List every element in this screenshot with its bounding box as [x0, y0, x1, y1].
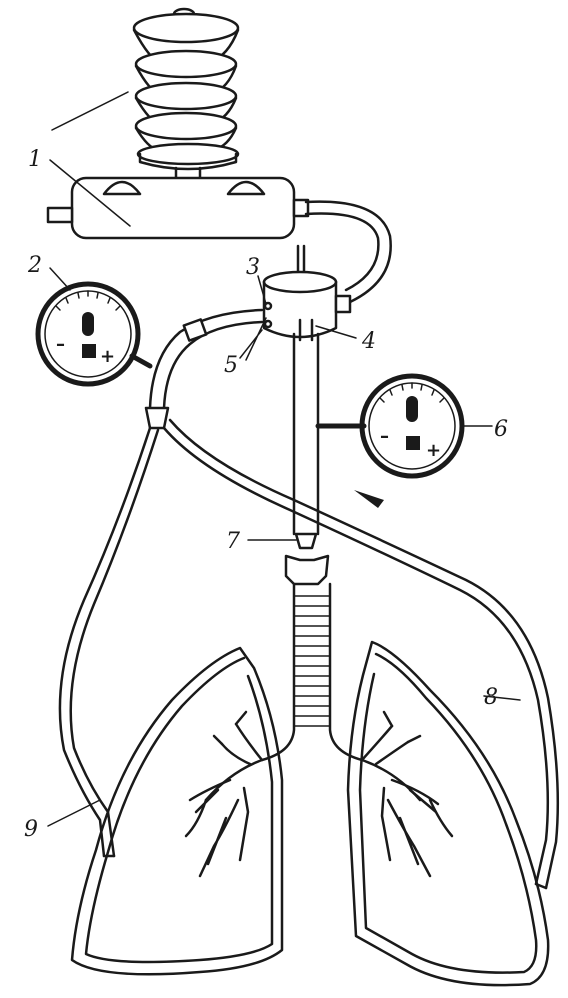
callout-labels: 1 2 3 4 5 6 7 8 9 [24, 147, 508, 842]
right-gauge-plus: + [426, 440, 441, 461]
label-7: 7 [226, 529, 240, 554]
label-8: 8 [484, 685, 498, 710]
right-pleural-catheter [162, 418, 560, 890]
label-4: 4 [361, 329, 376, 354]
left-gauge-minus: – [56, 334, 65, 355]
label-9: 9 [24, 817, 38, 842]
arrow-mark [354, 490, 384, 508]
branch-tube [144, 308, 264, 430]
supply-tube [304, 200, 392, 304]
label-1: 1 [28, 147, 42, 172]
bellows-base [46, 176, 310, 240]
right-bronchial-tree [360, 710, 454, 878]
trachea [204, 554, 422, 802]
right-pressure-gauge: – + [315, 373, 465, 479]
left-lung [70, 646, 284, 976]
label-5: 5 [224, 353, 238, 378]
weight-stack [132, 7, 240, 188]
label-3: 3 [246, 255, 260, 280]
right-lung [346, 640, 550, 987]
left-pleural-catheter [58, 426, 160, 858]
left-bronchial-tree [184, 710, 264, 878]
left-gauge-plus: + [100, 346, 115, 367]
left-pressure-gauge: – + [35, 281, 153, 387]
leader-lines [47, 91, 521, 827]
manifold-block [262, 244, 352, 339]
label-2: 2 [27, 253, 42, 278]
right-gauge-minus: – [380, 426, 389, 447]
label-6: 6 [494, 417, 508, 442]
